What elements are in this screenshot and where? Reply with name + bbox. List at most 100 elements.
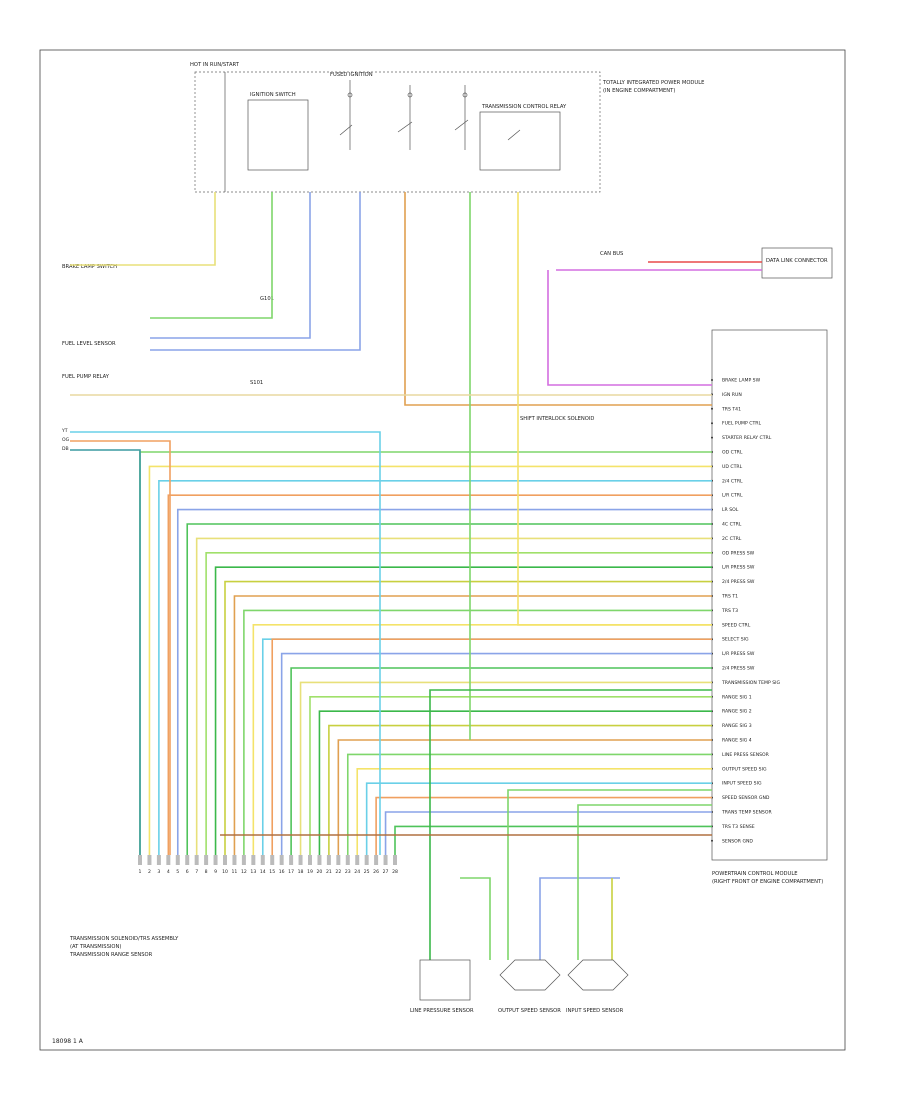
pcm-pin-label: 2/4 CTRL (722, 478, 743, 484)
harness-wire (233, 595, 712, 855)
connector-pin-number: 8 (205, 869, 208, 875)
footer-code: 18098 1 A (52, 1038, 84, 1045)
pcm-pin-label: RANGE SIG 3 (722, 723, 752, 729)
harness-wire (205, 552, 712, 855)
can-wire-to-pcm (547, 270, 712, 386)
connector-pin-number: 6 (186, 869, 189, 875)
harness-wire (186, 523, 712, 855)
harness-wire (148, 465, 712, 855)
connector-pin-number: 20 (317, 869, 323, 875)
connector-pin-number: 23 (345, 869, 351, 875)
connector-pin (298, 855, 303, 865)
fuel-pump-relay-label: FUEL PUMP RELAY (62, 374, 110, 380)
connector-pin-number: 1 (139, 869, 142, 875)
fuse-box-label: TOTALLY INTEGRATED POWER MODULE (602, 80, 704, 86)
pcm-pin-label: LR SOL (722, 507, 739, 513)
left-input-label: OG (62, 437, 70, 443)
input-speed-sensor-body (567, 959, 629, 991)
pcm-pin-label: RANGE SIG 2 (722, 709, 752, 715)
harness-wire (261, 638, 712, 855)
connector-pin-number: 16 (279, 869, 285, 875)
fuel-sensor-wire (150, 192, 273, 319)
connector-pin (383, 855, 388, 865)
ignition-switch-label: IGNITION SWITCH (250, 92, 296, 98)
connector-pin-number: 28 (392, 869, 398, 875)
can-bus-label: CAN BUS (600, 251, 623, 257)
connector-pin-number: 12 (241, 869, 247, 875)
pcm-pin-node (711, 422, 713, 425)
pcm-pin-node (711, 436, 713, 439)
fuel-level-sensor-label: FUEL LEVEL SENSOR (62, 341, 116, 347)
iss-wire (577, 804, 712, 960)
pcm-pin-label: OD CTRL (722, 450, 743, 456)
harness-wire (158, 480, 712, 855)
connector-pin-number: 21 (326, 869, 332, 875)
connector-pin (194, 855, 199, 865)
pcm-label: POWERTRAIN CONTROL MODULE (712, 871, 798, 877)
connector-pin (393, 855, 397, 865)
pcm-pin-label: RANGE SIG 1 (722, 694, 752, 700)
harness-wire (280, 652, 712, 855)
left-input-label: DB (62, 446, 69, 452)
fuel-sensor-wire-2 (150, 192, 311, 339)
harness-wire (365, 782, 712, 855)
data-link-box (761, 247, 833, 279)
pcm-pin-label: TRS T41 (721, 406, 741, 412)
fuse-node (407, 92, 413, 98)
left-input-label: YT (61, 428, 68, 434)
wire-harness (70, 192, 712, 960)
connector-pin (166, 855, 171, 865)
connector-pin-number: 26 (373, 869, 379, 875)
connector-pin-number: 9 (214, 869, 217, 875)
connector-pin (279, 855, 284, 865)
fuel-sensor-wire-3 (150, 192, 361, 351)
output-speed-label: OUTPUT SPEED SENSOR (498, 1008, 561, 1014)
pcm-pin-label: SENSOR GND (722, 838, 753, 844)
connector-pin (156, 855, 161, 865)
connector-pin-number: 18 (298, 869, 304, 875)
oss-wire-2 (539, 877, 620, 960)
diagram-frame (39, 49, 846, 1051)
output-speed-sensor-body (499, 959, 561, 991)
connector-pin-number: 17 (288, 869, 294, 875)
connector-pin (355, 855, 360, 865)
connector-pin (345, 855, 350, 865)
connector-pin (326, 855, 331, 865)
connector-pin (213, 855, 218, 865)
line-pressure-wire-2 (460, 877, 491, 960)
connector-pin (251, 855, 256, 865)
fuel-pump-wire (404, 192, 712, 406)
harness-wire (299, 681, 712, 855)
ignition-switch-box (247, 99, 309, 171)
pcm-pin-label: OUTPUT SPEED SIG (722, 766, 767, 772)
pcm-pin-node (711, 839, 713, 842)
trans-relay-box (479, 111, 561, 171)
connector-pin (308, 855, 312, 865)
connector-pin (185, 855, 190, 865)
fuse-node (462, 92, 468, 98)
pcm-pin-label: IGN RUN (722, 392, 742, 398)
pcm-pin-label: TRANS TEMP SENSOR (721, 810, 772, 816)
connector-pin (289, 855, 294, 865)
shift-interlock-label: SHIFT INTERLOCK SOLENOID (520, 416, 594, 422)
pcm-pin-label: SPEED CTRL (722, 622, 751, 628)
connector-pin-number: 4 (167, 869, 170, 875)
ground-label: G101 (260, 296, 274, 302)
line-pressure-sensor-body (419, 959, 471, 1001)
connector-pin-number: 24 (354, 869, 360, 875)
connector-pin-number: 11 (232, 869, 238, 875)
pcm-pin-label: TRANSMISSION TEMP SIG (721, 680, 780, 686)
connector-pin (270, 855, 275, 865)
connector-pin-number: 3 (157, 869, 160, 875)
ign-wire (517, 192, 712, 626)
harness-wire (328, 724, 712, 855)
splice-label: S101 (250, 380, 263, 386)
connector-pin-number: 19 (307, 869, 313, 875)
harness-wire (176, 508, 712, 855)
harness-wire (318, 710, 712, 855)
fuse-node (347, 92, 353, 98)
connector-pin (364, 855, 369, 865)
harness-wire (346, 753, 712, 855)
